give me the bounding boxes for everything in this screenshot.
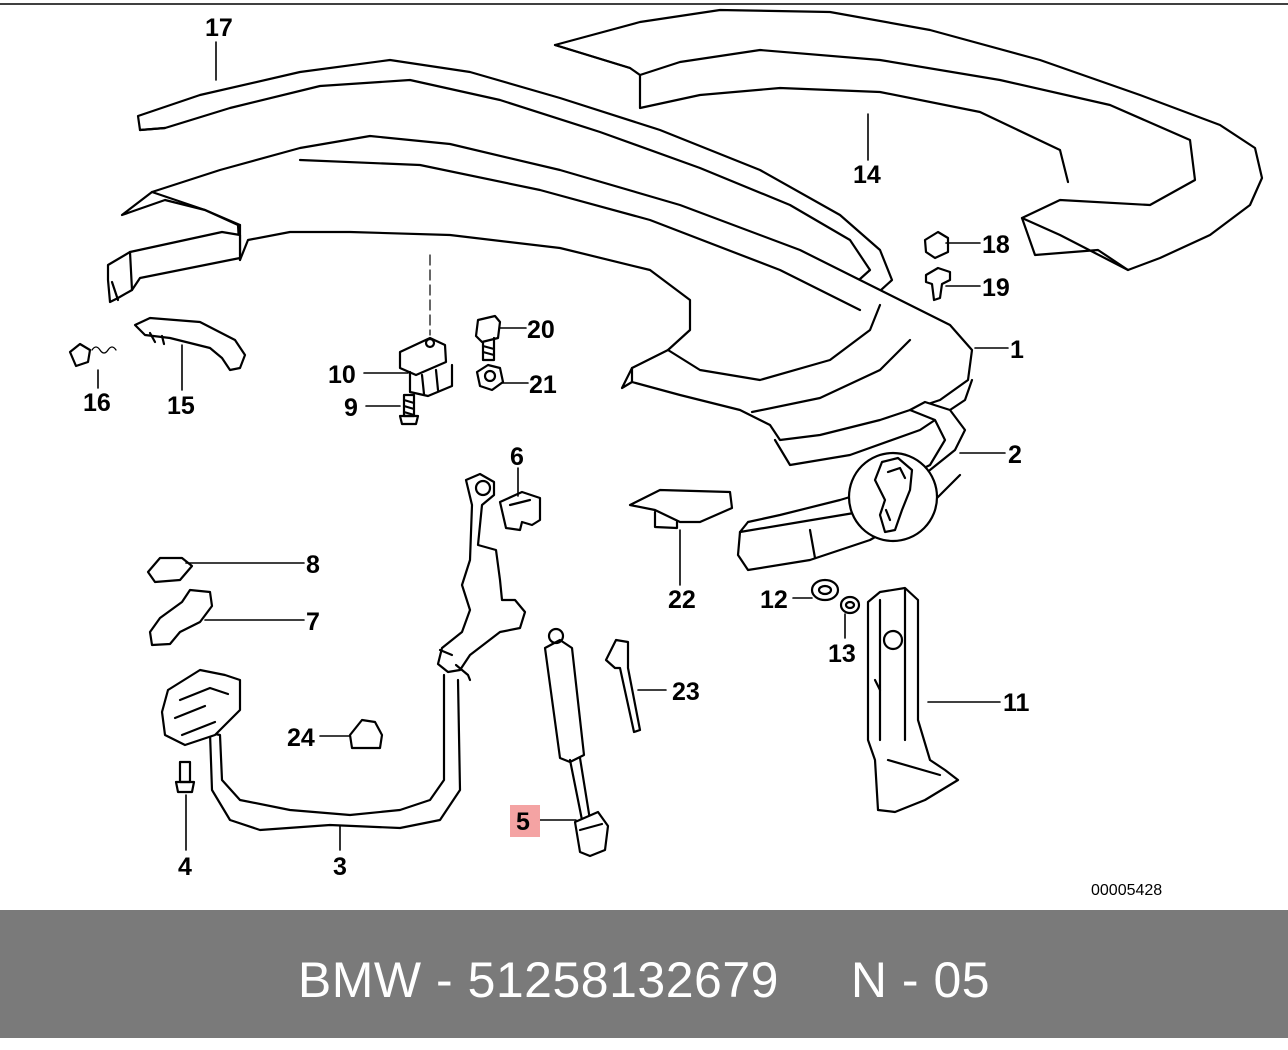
part-22-cap	[628, 488, 734, 530]
part-11-side-bracket	[866, 586, 960, 814]
part-1-main-cover	[120, 134, 974, 467]
leader-lines	[97, 41, 1009, 851]
callout-3: 3	[333, 853, 347, 881]
part-9-screw	[398, 393, 420, 426]
part-8-pad	[146, 556, 194, 584]
callout-24: 24	[287, 724, 315, 752]
diagram-position: N - 05	[850, 952, 991, 1008]
callout-17: 17	[205, 14, 233, 42]
callout-23: 23	[672, 678, 700, 706]
callout-16: 16	[83, 389, 111, 417]
part-21-nut	[475, 363, 505, 392]
callout-14: 14	[853, 161, 881, 189]
part-15-trim	[133, 316, 247, 372]
part-23-strap	[604, 638, 642, 734]
part-5-gas-strut	[543, 627, 610, 858]
callout-12: 12	[760, 586, 788, 614]
highlight-callout-5	[510, 805, 540, 837]
callout-6: 6	[510, 443, 524, 471]
part-number: 51258132679	[467, 952, 779, 1008]
part-24-stop	[348, 718, 384, 750]
callout-10: 10	[328, 361, 356, 389]
callout-20: 20	[527, 316, 555, 344]
exploded-view-drawing: 1 2 3 4 5 6 7 8 9 10 11 12 13 14 15 16 1…	[0, 3, 1288, 899]
part-4-screw	[174, 760, 196, 794]
callout-11: 11	[1003, 689, 1030, 717]
reference-number: 00005428	[1091, 882, 1162, 899]
callout-18: 18	[982, 231, 1010, 259]
callout-13: 13	[828, 640, 856, 668]
left-mount-bracket	[160, 668, 242, 747]
part-14-rear-panel	[553, 8, 1264, 272]
callout-21: 21	[529, 371, 557, 399]
part-13-washer	[839, 595, 861, 615]
brand-name: BMW	[297, 952, 422, 1008]
callout-2: 2	[1008, 441, 1022, 469]
callout-8: 8	[306, 551, 320, 579]
part-12-grommet	[810, 578, 840, 602]
callout-4: 4	[178, 853, 192, 881]
callout-9: 9	[344, 394, 358, 422]
left-rail	[106, 230, 242, 304]
part-20-bolt	[474, 314, 502, 362]
callout-5: 5	[516, 808, 530, 836]
part-16-plug	[68, 342, 117, 368]
footer-bar: BMW - 51258132679 N - 05	[0, 910, 1288, 1038]
part-3-hinge-arm	[208, 472, 527, 832]
callout-1: 1	[1010, 336, 1024, 364]
callout-7: 7	[306, 608, 320, 636]
callout-labels: 1 2 3 4 5 6 7 8 9 10 11 12 13 14 15 16 1…	[83, 14, 1162, 899]
part-18-clip	[923, 230, 950, 260]
callout-22: 22	[668, 586, 696, 614]
part-10-hinge-bracket	[398, 254, 454, 398]
footer-part-info: BMW - 51258132679 N - 05	[0, 910, 1288, 1038]
callout-19: 19	[982, 274, 1010, 302]
detail-circle	[847, 451, 939, 543]
separator: -	[436, 952, 454, 1008]
callout-15: 15	[167, 392, 195, 420]
parts-diagram: 1 2 3 4 5 6 7 8 9 10 11 12 13 14 15 16 1…	[0, 3, 1288, 899]
part-19-clip	[924, 266, 952, 302]
part-6-clip	[498, 490, 542, 532]
part-7-plate	[148, 588, 214, 647]
